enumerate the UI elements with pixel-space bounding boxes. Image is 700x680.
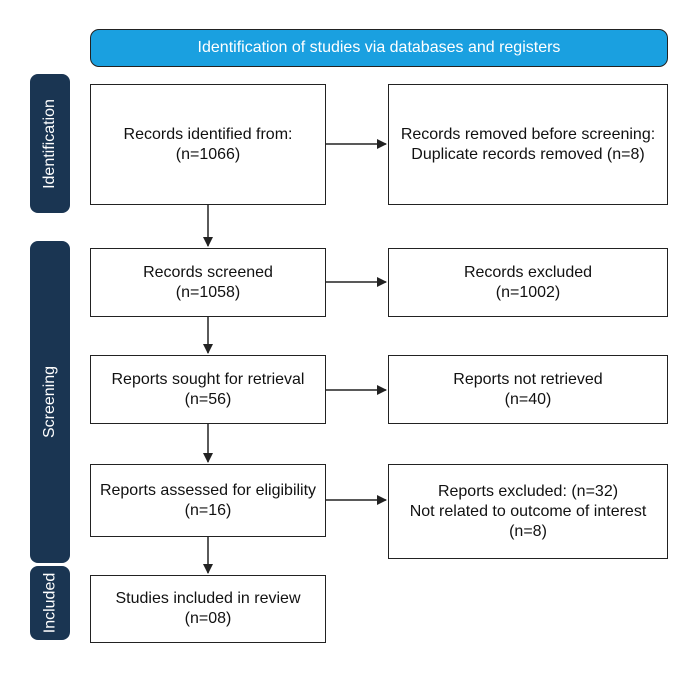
box-studies-included-line1: Studies included in review: [115, 590, 301, 607]
box-reports-not-retrieved: Reports not retrieved (n=40): [388, 355, 668, 424]
box-reports-not-retrieved-line1: Reports not retrieved: [453, 370, 603, 388]
box-records-removed-line2: Duplicate records removed (n=8): [411, 145, 645, 163]
box-records-removed: Records removed before screening: Duplic…: [388, 84, 668, 205]
box-records-excluded-line1: Records excluded: [463, 263, 593, 281]
box-records-screened-line2: (n=1058): [175, 283, 241, 301]
box-reports-excluded-line1: Reports excluded: (n=32): [437, 482, 619, 500]
box-records-excluded: Records excluded (n=1002): [388, 248, 668, 317]
header-banner: Identification of studies via databases …: [90, 29, 668, 67]
box-reports-assessed: Reports assessed for eligibility (n=16): [90, 464, 326, 537]
box-records-excluded-line2: (n=1002): [495, 283, 561, 301]
phase-identification: Identification: [30, 74, 70, 213]
box-reports-assessed-line1: Reports assessed for eligibility: [99, 481, 317, 499]
box-records-screened-line1: Records screened: [143, 263, 273, 281]
phase-screening: Screening: [30, 241, 70, 563]
box-studies-included-line2: (n=08): [184, 610, 232, 627]
box-reports-sought-line1: Reports sought for retrieval: [111, 370, 305, 388]
phase-included: Included: [30, 566, 70, 640]
box-studies-included: Studies included in review (n=08): [90, 575, 326, 643]
box-records-screened: Records screened (n=1058): [90, 248, 326, 317]
header-title: Identification of studies via databases …: [197, 39, 561, 56]
box-reports-not-retrieved-line2: (n=40): [504, 390, 552, 408]
box-records-identified: Records identified from: (n=1066): [90, 84, 326, 205]
box-reports-assessed-line2: (n=16): [184, 501, 232, 519]
box-records-identified-line1: Records identified from:: [123, 125, 293, 143]
box-reports-excluded-line2: Not related to outcome of interest: [409, 502, 647, 520]
box-reports-excluded-line3: (n=8): [509, 522, 547, 540]
box-records-removed-line1: Records removed before screening:: [400, 125, 656, 143]
box-reports-excluded: Reports excluded: (n=32) Not related to …: [388, 464, 668, 559]
box-reports-sought: Reports sought for retrieval (n=56): [90, 355, 326, 424]
box-reports-sought-line2: (n=56): [184, 390, 232, 408]
box-records-identified-line2: (n=1066): [175, 145, 241, 163]
